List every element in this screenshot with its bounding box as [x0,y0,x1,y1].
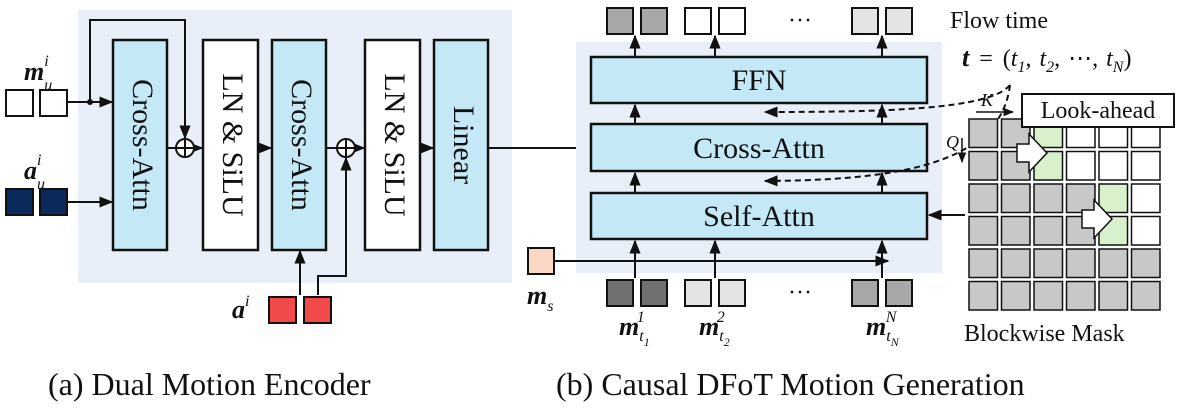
generator-wiring [554,34,1011,278]
ai-token-2 [303,296,332,324]
residual-add-1 [175,138,195,158]
mask-caption: Blockwise Mask [964,321,1125,347]
mask-cell [1000,280,1031,311]
mask-cell [968,248,999,279]
enc-block-label-4: LN & SiLU [378,73,411,217]
mask-cell [1033,280,1064,311]
enc-block-label-2: LN & SiLU [216,73,249,217]
lookahead-box [1021,93,1175,128]
mask-cell [968,118,999,149]
enc-linear [432,38,490,252]
lookahead-arrow-1 [1016,132,1049,174]
mu-label: mui [24,53,52,94]
au-label: aui [24,152,45,193]
residual-add-2 [336,138,356,158]
lookahead-label: Look-ahead [1041,98,1156,124]
token-label-1: mt11 [619,309,650,349]
mask-cell [1033,183,1064,214]
mask-cell [1000,183,1031,214]
mask-cell [1098,150,1129,181]
mask-cell [1130,248,1161,279]
input-ellipsis: ··· [788,280,812,306]
lookahead-arrow-2 [1081,198,1114,240]
mask-cell [1065,215,1096,246]
mask-cell [1000,215,1031,246]
encoder-caption: (a) Dual Motion Encoder [48,366,371,402]
flow-time-equation: t = (t1, t2, ⋯, tN) [962,43,1131,76]
enc-ln-silu-1 [201,38,260,252]
ms-label: ms [527,281,553,315]
token-label-2: mt22 [699,309,730,349]
output-ellipsis: ··· [788,8,812,34]
gen-self-attn [589,191,929,241]
mask-cell [1098,280,1129,311]
mask-cell [968,280,999,311]
enc-cross-attn-1 [111,38,169,252]
token-label-n: mtNN [866,309,900,349]
ms-token [527,247,555,275]
mu-token-2 [39,89,68,117]
input-tokens [606,279,913,307]
mask-cell [1098,248,1129,279]
mask-cell [1000,248,1031,279]
enc-ln-silu-2 [363,38,422,252]
au-token-1 [5,188,34,216]
mask-cell [1033,215,1064,246]
blockwise-mask-grid [968,118,1161,311]
ai-token-1 [268,296,297,324]
mask-k-label: K [980,90,994,110]
mask-q-label: Q [946,132,959,152]
mask-cell [1130,183,1161,214]
mask-cell [1000,150,1031,181]
mask-cell [968,215,999,246]
enc-block-label-1: Cross-Attn [126,79,159,211]
mask-cell [968,150,999,181]
gen-self-label: Self-Attn [703,200,815,233]
mask-cell [1130,280,1161,311]
mask-cell [1065,183,1096,214]
mask-cell [1033,248,1064,279]
output-tokens [606,7,913,35]
flow-time-label: Flow time [950,8,1048,34]
gen-cross-label: Cross-Attn [693,132,825,165]
au-token-2 [39,188,68,216]
gen-cross-attn [589,122,929,173]
mask-cell [1065,280,1096,311]
generator-caption: (b) Causal DFoT Motion Generation [556,366,1025,402]
gen-ffn-label: FFN [731,64,786,97]
mask-cell [1098,183,1129,214]
mask-cell [1130,150,1161,181]
mask-cell [1065,248,1096,279]
enc-block-label-3: Cross-Attn [285,79,318,211]
ai-label: ai [232,293,249,324]
mask-cell [968,183,999,214]
enc-block-label-5: Linear [447,106,480,184]
gen-ffn [589,55,929,105]
mu-token-1 [5,89,34,117]
mask-cell [1130,215,1161,246]
mask-cell [1065,150,1096,181]
